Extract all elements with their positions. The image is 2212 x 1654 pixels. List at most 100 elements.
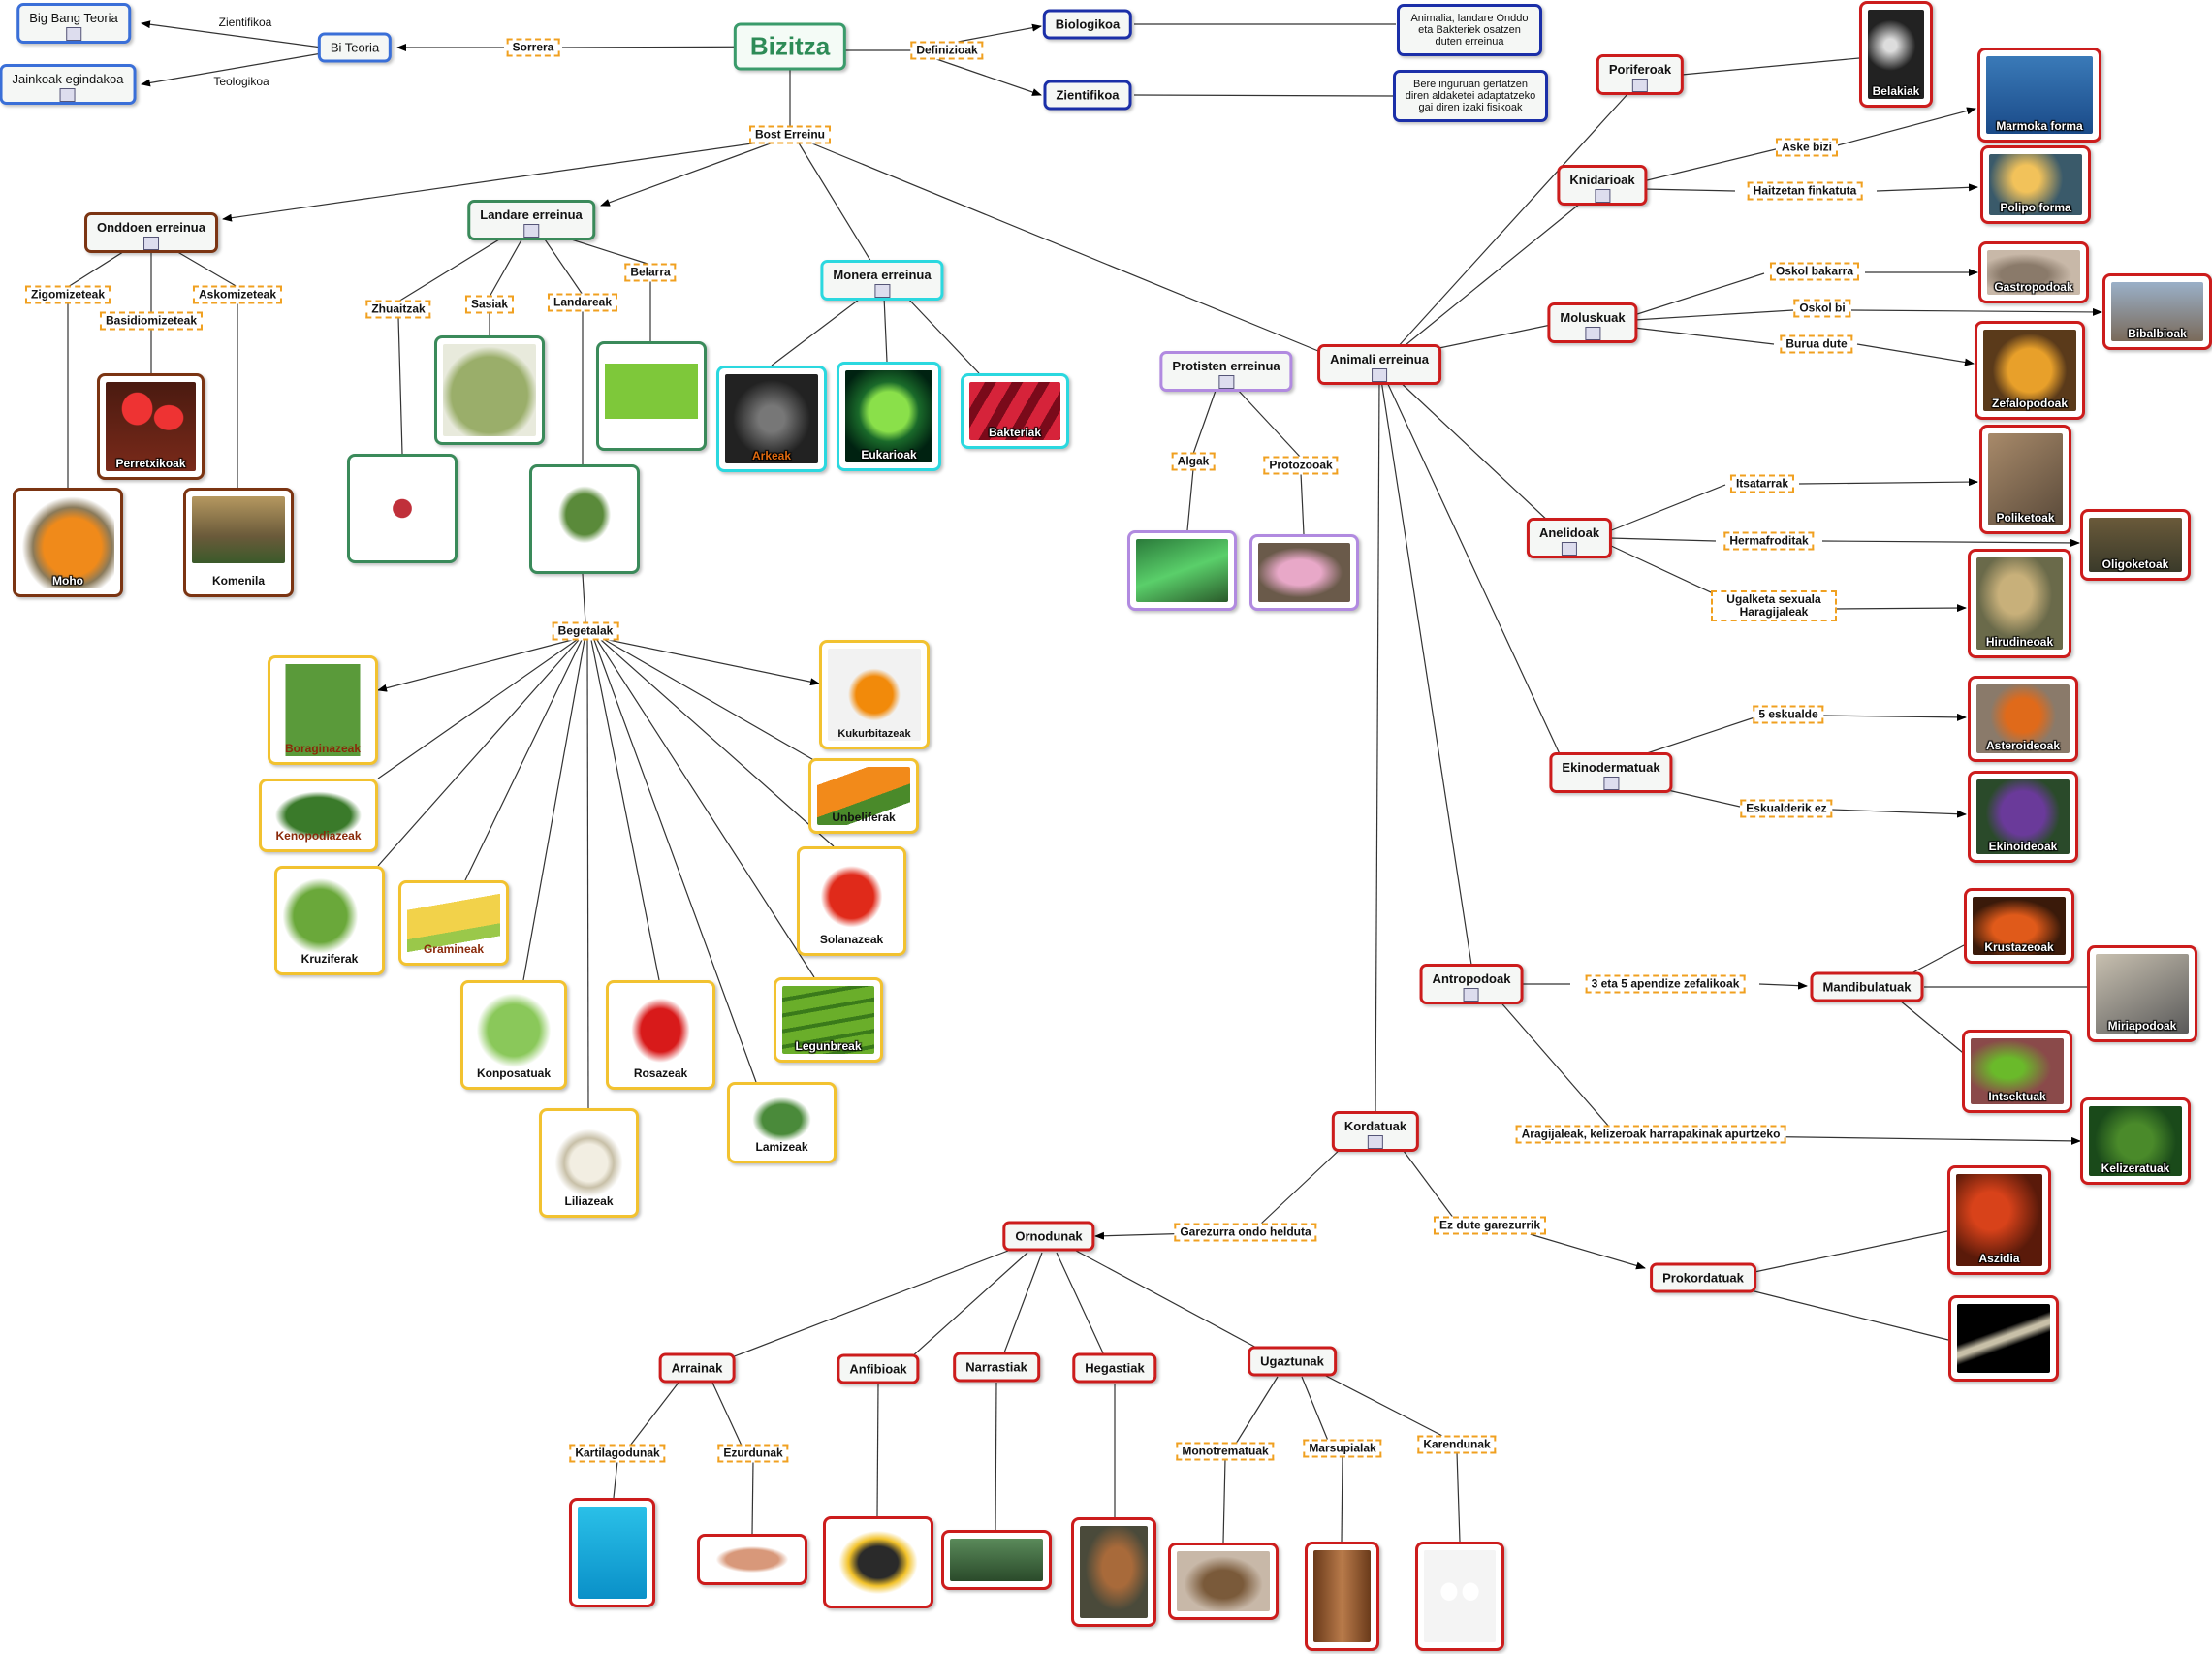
pic-aszidia[interactable]: Aszidia (1947, 1165, 2051, 1275)
label-hermafroditak[interactable]: Hermafroditak (1723, 531, 1815, 551)
label-5-eskualde[interactable]: 5 eskualde (1753, 705, 1824, 724)
node-anelidoak[interactable]: Anelidoak (1526, 518, 1613, 558)
pic-gastropodoak[interactable]: Gastropodoak (1978, 241, 2089, 303)
label-haitzetan[interactable]: Haitzetan finkatuta (1747, 181, 1863, 201)
pic-asteroideoak[interactable]: Asteroideoak (1968, 676, 2078, 762)
pic-hirudineoak[interactable]: Hirudineoak (1968, 549, 2071, 658)
pic-konposatuak[interactable]: Konposatuak (460, 980, 567, 1090)
node-jainkoak[interactable]: Jainkoak egindakoa (0, 64, 137, 105)
node-bi-teoria[interactable]: Bi Teoria (317, 32, 393, 63)
pic-eukarioak[interactable]: Eukarioak (837, 362, 941, 471)
pic-rosazeak[interactable]: Rosazeak (606, 980, 715, 1090)
node-hegastiak[interactable]: Hegastiak (1072, 1352, 1157, 1384)
node-knidarioak[interactable]: Knidarioak (1557, 165, 1648, 206)
root-node[interactable]: Bizitza (733, 22, 847, 71)
resource-icon[interactable] (1463, 988, 1479, 1002)
label-begetalak[interactable]: Begetalak (552, 621, 619, 641)
label-ezurdunak[interactable]: Ezurdunak (717, 1444, 789, 1463)
node-kordatuak[interactable]: Kordatuak (1331, 1111, 1420, 1152)
label-marsupialak[interactable]: Marsupialak (1303, 1439, 1382, 1458)
pic-zhuaitza[interactable] (347, 454, 458, 563)
pic-narrastiak[interactable] (941, 1530, 1052, 1590)
node-zientifikoa-def[interactable]: Bere inguruan gertatzen diren aldaketei … (1393, 70, 1548, 122)
label-zigomizeteak[interactable]: Zigomizeteak (24, 285, 111, 304)
pic-bibalbioak[interactable]: Bibalbioak (2102, 273, 2212, 350)
pic-karendunak[interactable] (1415, 1542, 1504, 1651)
resource-icon[interactable] (1585, 327, 1600, 340)
label-apendize[interactable]: 3 eta 5 apendize zefalikoak (1585, 974, 1746, 994)
node-arrainak[interactable]: Arrainak (658, 1352, 736, 1384)
label-monotrematuak[interactable]: Monotrematuak (1176, 1442, 1275, 1461)
pic-krustazeoak[interactable]: Krustazeoak (1964, 888, 2074, 964)
pic-komenila[interactable]: Komenila (183, 488, 294, 597)
label-itsatarrak[interactable]: Itsatarrak (1729, 474, 1795, 493)
resource-icon[interactable] (1603, 777, 1619, 790)
node-anfibioak[interactable]: Anfibioak (837, 1353, 920, 1384)
pic-lamizeak[interactable]: Lamizeak (727, 1082, 837, 1163)
label-belarra[interactable]: Belarra (624, 263, 677, 282)
pic-ekinoideoak[interactable]: Ekinoideoak (1968, 771, 2078, 863)
node-ornodunak[interactable]: Ornodunak (1002, 1221, 1095, 1252)
label-aragijaleak[interactable]: Aragijaleak, kelizeroak harrapakinak apu… (1515, 1125, 1786, 1144)
label-sasiak[interactable]: Sasiak (464, 295, 515, 314)
pic-perretxikoak[interactable]: Perretxikoak (97, 373, 205, 480)
resource-icon[interactable] (59, 88, 76, 102)
pic-hegastiak[interactable] (1071, 1517, 1156, 1627)
label-burua-dute[interactable]: Burua dute (1780, 334, 1853, 354)
label-definizioak[interactable]: Definizioak (910, 41, 984, 60)
pic-monotrematuak[interactable] (1168, 1543, 1279, 1620)
pic-kukurbitazeak[interactable]: Kukurbitazeak (819, 640, 930, 749)
resource-icon[interactable] (523, 224, 539, 238)
resource-icon[interactable] (1562, 542, 1577, 556)
label-protozooak[interactable]: Protozooak (1263, 456, 1339, 475)
pic-belakiak[interactable]: Belakiak (1859, 1, 1933, 108)
pic-anfibioak[interactable] (823, 1516, 933, 1608)
node-poriferoak[interactable]: Poriferoak (1596, 54, 1685, 95)
label-eskualderik-ez[interactable]: Eskualderik ez (1740, 799, 1833, 818)
label-landareak[interactable]: Landareak (547, 293, 618, 312)
node-monera[interactable]: Monera erreinua (820, 260, 944, 301)
label-ugalketa[interactable]: Ugalketa sexuala Haragijaleak (1711, 590, 1837, 621)
pic-legunbreak[interactable]: Legunbreak (774, 977, 883, 1063)
node-ugaztunak[interactable]: Ugaztunak (1248, 1346, 1337, 1377)
label-bost-erreinu[interactable]: Bost Erreinu (748, 125, 832, 144)
resource-icon[interactable] (1632, 79, 1648, 92)
node-mandibulatuak[interactable]: Mandibulatuak (1810, 971, 1924, 1002)
label-kartilagodunak[interactable]: Kartilagodunak (569, 1444, 666, 1463)
node-antropodoak[interactable]: Antropodoak (1419, 964, 1524, 1004)
pic-protozooak[interactable] (1249, 534, 1359, 611)
pic-algak[interactable] (1127, 530, 1237, 611)
label-karendunak[interactable]: Karendunak (1417, 1435, 1497, 1454)
label-garezurra[interactable]: Garezurra ondo helduta (1174, 1223, 1317, 1242)
node-onddoen[interactable]: Onddoen erreinua (84, 212, 218, 253)
node-animali[interactable]: Animali erreinua (1317, 344, 1441, 385)
node-moluskuak[interactable]: Moluskuak (1547, 302, 1638, 343)
pic-kenopodiazeak[interactable]: Kenopodiazeak (259, 779, 378, 852)
node-zientifikoa[interactable]: Zientifikoa (1043, 80, 1132, 111)
pic-gramineak[interactable]: Gramineak (398, 880, 509, 966)
pic-kruziferak[interactable]: Kruziferak (274, 866, 385, 975)
label-oskol-bi[interactable]: Oskol bi (1793, 299, 1851, 318)
pic-kelizeratuak[interactable]: Kelizeratuak (2080, 1097, 2191, 1185)
node-big-bang[interactable]: Big Bang Teoria (16, 3, 131, 44)
pic-zefalopodoak[interactable]: Zefalopodoak (1975, 321, 2085, 420)
resource-icon[interactable] (143, 237, 159, 250)
resource-icon[interactable] (1367, 1135, 1383, 1149)
pic-poliketoak[interactable]: Poliketoak (1979, 425, 2071, 534)
pic-sasia[interactable] (434, 335, 545, 445)
pic-kartilagodunak[interactable] (569, 1498, 655, 1607)
resource-icon[interactable] (874, 284, 890, 298)
label-oskol-bakarra[interactable]: Oskol bakarra (1769, 262, 1860, 281)
pic-moho[interactable]: Moho (13, 488, 123, 597)
pic-miriapodoak[interactable]: Miriapodoak (2087, 945, 2197, 1042)
pic-boraginazeak[interactable]: Boraginazeak (268, 655, 378, 765)
label-ez-dute[interactable]: Ez dute garezurrik (1433, 1216, 1547, 1235)
label-algak[interactable]: Algak (1171, 452, 1216, 471)
pic-ezurdunak[interactable] (697, 1534, 807, 1585)
label-basidiomizeteak[interactable]: Basidiomizeteak (99, 311, 204, 331)
pic-polipo[interactable]: Polipo forma (1980, 145, 2091, 224)
pic-solanazeak[interactable]: Solanazeak (797, 846, 906, 956)
pic-prokordatua[interactable] (1948, 1295, 2059, 1382)
label-aske-bizi[interactable]: Aske bizi (1775, 138, 1839, 157)
resource-icon[interactable] (1595, 189, 1610, 203)
